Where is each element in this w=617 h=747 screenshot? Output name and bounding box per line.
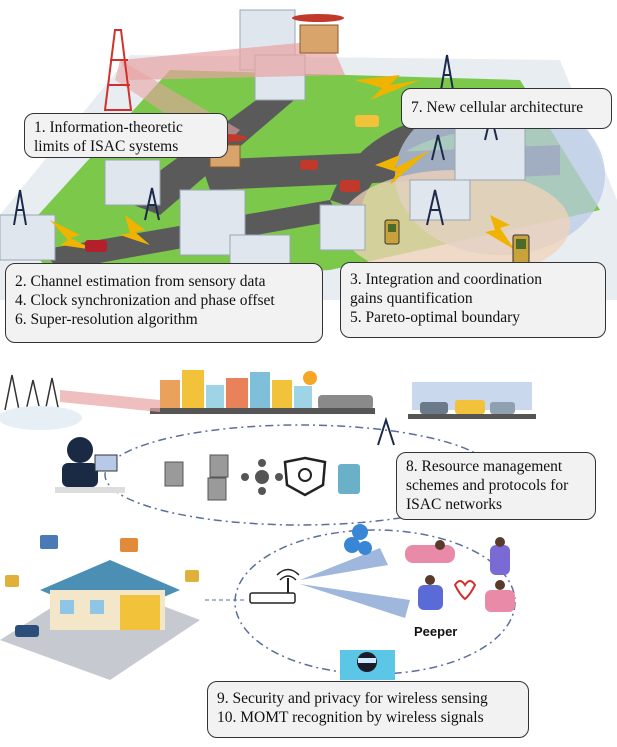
person-icon (344, 524, 372, 555)
car-icon (355, 115, 379, 127)
server-icon (164, 454, 229, 501)
phone-icon (384, 219, 400, 245)
shield-icon (283, 456, 327, 497)
network-scene (0, 370, 536, 526)
callout-2-4-6: 2. Channel estimation from sensory data … (5, 263, 323, 343)
callout-3-line-2: gains quantification (350, 290, 473, 307)
cell-tower-icon (13, 189, 27, 226)
callout-1: 1. Information-theoretic limits of ISAC … (24, 113, 228, 158)
callout-8-line-3: ISAC networks (406, 496, 503, 513)
callout-3-line-1: 3. Integration and coordination (350, 271, 542, 288)
network-icon (241, 459, 283, 495)
callout-4-line: 4. Clock synchronization and phase offse… (15, 292, 275, 309)
person-icon (55, 437, 125, 493)
cell-tower-icon (426, 189, 444, 226)
peeper-label: Peeper (414, 624, 458, 639)
callout-9-line: 9. Security and privacy for wireless sen… (217, 690, 488, 707)
callout-3-5: 3. Integration and coordination gains qu… (340, 262, 606, 338)
wifi-router-icon (249, 568, 300, 604)
car-icon (300, 160, 318, 170)
callout-5-line: 5. Pareto-optimal boundary (350, 309, 521, 326)
callout-2-line: 2. Channel estimation from sensory data (15, 273, 266, 290)
car-icon (340, 180, 360, 192)
hacker-icon (340, 650, 395, 680)
callout-1-line-2: limits of ISAC systems (34, 138, 179, 155)
callout-10-line: 10. MOMT recognition by wireless signals (217, 709, 484, 726)
cell-tower-icon (377, 416, 395, 446)
callout-8-line-2: schemes and protocols for (406, 477, 569, 494)
callout-7: 7. New cellular architecture (401, 88, 612, 129)
cell-tower-icon (144, 187, 160, 221)
phone-icon (512, 234, 530, 264)
callout-8: 8. Resource management schemes and proto… (396, 452, 596, 520)
cell-tower-icon (440, 54, 454, 91)
cell-tower-icon (103, 29, 133, 111)
callout-6-line: 6. Super-resolution algorithm (15, 311, 198, 328)
home-scene (0, 524, 516, 680)
callout-7-line-1: 7. New cellular architecture (411, 99, 584, 116)
exercising-people-icon (405, 537, 515, 612)
drone-icon (292, 14, 344, 54)
heart-icon (453, 580, 477, 601)
car-icon (85, 240, 107, 252)
smartphone-hand-icon (338, 464, 360, 494)
cell-tower-icon (431, 134, 445, 161)
house-icon (0, 560, 200, 680)
callout-1-line-1: 1. Information-theoretic (34, 119, 183, 136)
callout-8-line-1: 8. Resource management (406, 458, 563, 475)
callout-9-10: 9. Security and privacy for wireless sen… (207, 681, 529, 738)
